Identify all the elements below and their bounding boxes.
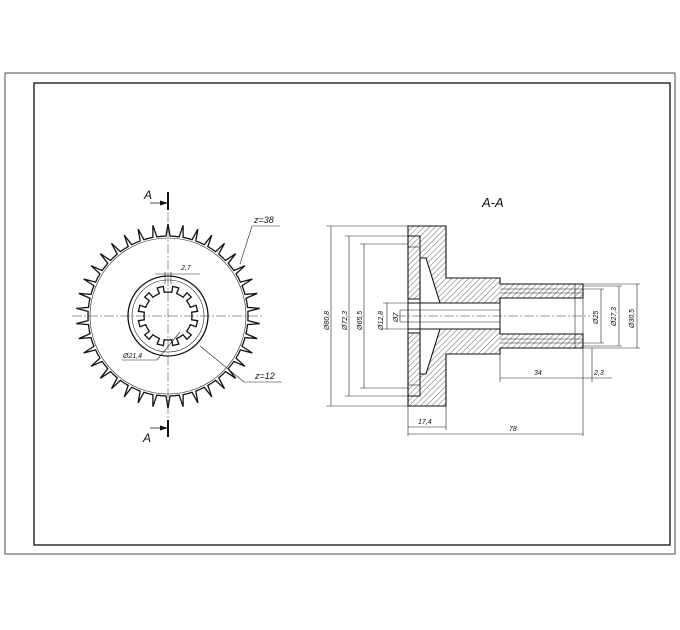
- dim-shaft-d3: Ø30,5: [629, 309, 636, 329]
- dim-inner-diameter: Ø65,5: [357, 311, 364, 331]
- dim-gear-length: 17,4: [418, 419, 432, 426]
- bore-circle-outer: [127, 275, 209, 357]
- outer-frame: [4, 72, 676, 555]
- dim-total-length: 78: [509, 426, 517, 433]
- section-title: A-A: [481, 195, 504, 210]
- dim-outer-diameter: Ø80,8: [324, 311, 331, 331]
- dim-bore-diameter: Ø12,8: [378, 311, 385, 331]
- section-letter-top: A: [143, 188, 152, 202]
- front-view: A A z=38 z=12 2,7 Ø21,4: [72, 188, 282, 445]
- gear-teeth: [76, 223, 260, 409]
- spline-lines: [500, 284, 584, 348]
- spline-diameter-dim: Ø21,4: [122, 353, 142, 360]
- spline-width-dim: 2,7: [180, 265, 192, 272]
- section-lower-hatch: [407, 328, 584, 407]
- section-mark-top: A: [143, 188, 169, 210]
- central-bore: [407, 302, 501, 330]
- diameter-dims-left: Ø80,8 Ø72,3 Ø65,5 Ø12,8 Ø7: [324, 225, 408, 407]
- dim-shaft-d1: Ø25: [593, 311, 600, 325]
- spline-count-label: z=12: [254, 371, 275, 381]
- length-dims: 34 2,3 17,4 78: [407, 348, 612, 436]
- root-circle: [89, 237, 247, 395]
- diameter-dims-right: Ø25 Ø27,3 Ø30,5: [583, 283, 640, 349]
- spline-profile: [137, 285, 199, 347]
- section-upper-hatch: [407, 225, 584, 304]
- section-view: A-A Ø80,8: [324, 195, 640, 436]
- dim-spline-length: 34: [534, 370, 542, 377]
- inner-frame: [33, 82, 671, 546]
- dim-gap-length: 2,3: [593, 370, 604, 377]
- bore-circle-inner: [131, 279, 205, 353]
- teeth-count-label: z=38: [253, 215, 274, 225]
- section-mark-bottom: A: [142, 420, 169, 445]
- dim-shaft-d2: Ø27,3: [611, 307, 618, 327]
- section-letter-bottom: A: [142, 431, 151, 445]
- dim-hole-diameter: Ø7: [393, 312, 400, 323]
- dim-mid-diameter: Ø72,3: [342, 311, 349, 331]
